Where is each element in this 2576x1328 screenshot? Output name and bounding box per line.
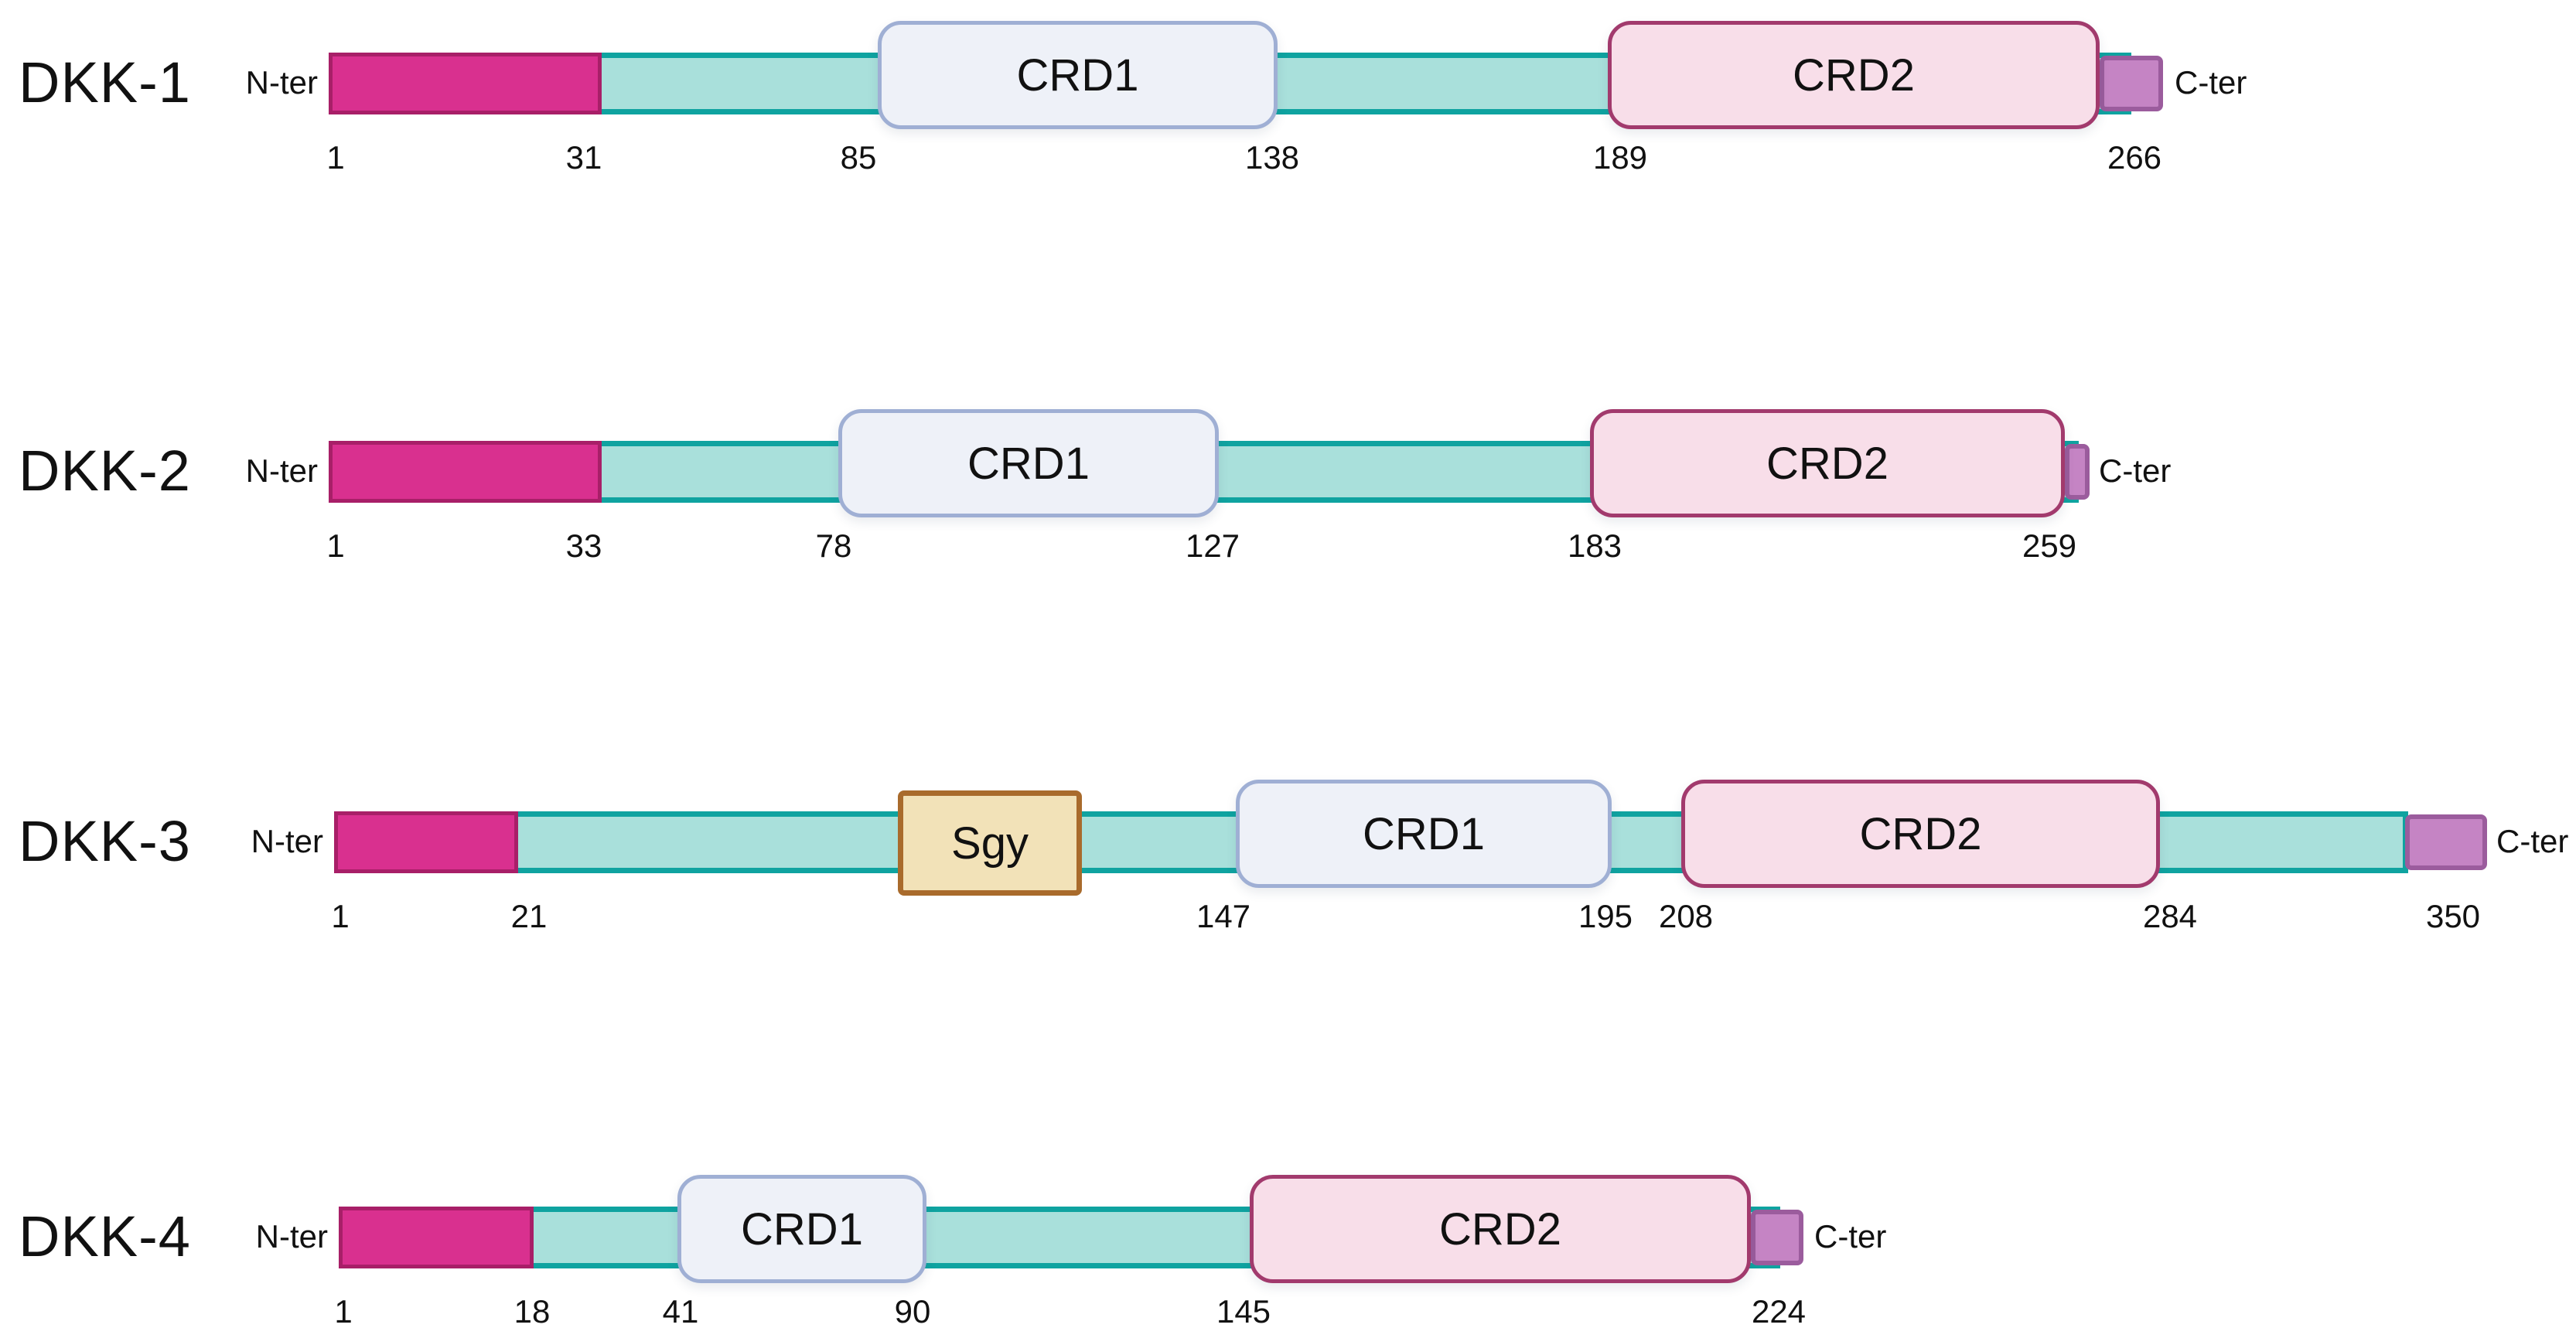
domain-box-crd1: CRD1 xyxy=(878,21,1278,129)
domain-label-sgy: Sgy xyxy=(951,818,1029,869)
c-terminal-box xyxy=(2405,814,2487,870)
domain-label-crd1: CRD1 xyxy=(741,1203,863,1255)
residue-tick: 33 xyxy=(565,527,602,564)
signal-peptide-segment xyxy=(334,811,518,873)
protein-name-label: DKK-1 xyxy=(19,50,191,114)
residue-tick: 31 xyxy=(565,139,602,176)
protein-name-label: DKK-3 xyxy=(19,808,191,873)
residue-tick: 208 xyxy=(1658,898,1714,934)
signal-peptide-segment xyxy=(339,1207,534,1268)
domain-label-crd2: CRD2 xyxy=(1766,438,1888,489)
residue-tick: 21 xyxy=(510,898,548,934)
residue-tick: 195 xyxy=(1578,898,1633,934)
c-terminal-label: C-ter xyxy=(2175,64,2247,101)
domain-label-crd1: CRD1 xyxy=(967,438,1090,489)
residue-tick: 127 xyxy=(1185,527,1240,564)
residue-tick: 18 xyxy=(513,1293,551,1328)
domain-box-sgy: Sgy xyxy=(898,790,1082,896)
domain-box-crd1: CRD1 xyxy=(838,409,1219,517)
domain-label-crd2: CRD2 xyxy=(1859,808,1982,859)
protein-name-label: DKK-4 xyxy=(19,1203,191,1268)
residue-tick: 145 xyxy=(1216,1293,1271,1328)
domain-box-crd1: CRD1 xyxy=(677,1175,926,1283)
residue-tick: 1 xyxy=(326,139,345,176)
signal-peptide-segment xyxy=(329,441,602,503)
residue-tick: 1 xyxy=(334,1293,353,1328)
residue-tick: 266 xyxy=(2107,139,2162,176)
c-terminal-label: C-ter xyxy=(1814,1218,1887,1255)
residue-tick: 259 xyxy=(2022,527,2077,564)
residue-tick: 183 xyxy=(1567,527,1622,564)
domain-label-crd1: CRD1 xyxy=(1363,808,1485,859)
c-terminal-box xyxy=(2065,444,2090,500)
residue-tick: 41 xyxy=(662,1293,699,1328)
c-terminal-label: C-ter xyxy=(2099,452,2172,490)
domain-box-crd2: CRD2 xyxy=(1590,409,2065,517)
domain-box-crd2: CRD2 xyxy=(1681,780,2160,888)
domain-box-crd2: CRD2 xyxy=(1608,21,2100,129)
n-terminal-label: N-ter xyxy=(251,823,323,860)
domain-label-crd1: CRD1 xyxy=(1016,50,1139,101)
residue-tick: 138 xyxy=(1244,139,1300,176)
backbone-bar xyxy=(329,53,2131,114)
n-terminal-label: N-ter xyxy=(245,64,318,101)
residue-tick: 224 xyxy=(1751,1293,1807,1328)
residue-tick: 147 xyxy=(1196,898,1251,934)
domain-box-crd2: CRD2 xyxy=(1250,1175,1751,1283)
backbone-bar xyxy=(334,811,2408,873)
residue-tick: 1 xyxy=(331,898,350,934)
protein-name-label: DKK-2 xyxy=(19,438,191,503)
residue-tick: 350 xyxy=(2425,898,2481,934)
residue-tick: 85 xyxy=(840,139,877,176)
c-terminal-label: C-ter xyxy=(2496,823,2569,860)
domain-label-crd2: CRD2 xyxy=(1439,1203,1561,1255)
residue-tick: 90 xyxy=(894,1293,931,1328)
domain-box-crd1: CRD1 xyxy=(1236,780,1612,888)
residue-tick: 189 xyxy=(1592,139,1648,176)
residue-tick: 1 xyxy=(326,527,345,564)
n-terminal-label: N-ter xyxy=(255,1218,328,1255)
domain-label-crd2: CRD2 xyxy=(1793,50,1915,101)
c-terminal-box xyxy=(2100,56,2163,111)
backbone-bar xyxy=(339,1207,1780,1268)
backbone-bar xyxy=(329,441,2079,503)
residue-tick: 78 xyxy=(815,527,852,564)
c-terminal-box xyxy=(1751,1210,1803,1265)
residue-tick: 284 xyxy=(2142,898,2198,934)
n-terminal-label: N-ter xyxy=(245,452,318,490)
signal-peptide-segment xyxy=(329,53,602,114)
